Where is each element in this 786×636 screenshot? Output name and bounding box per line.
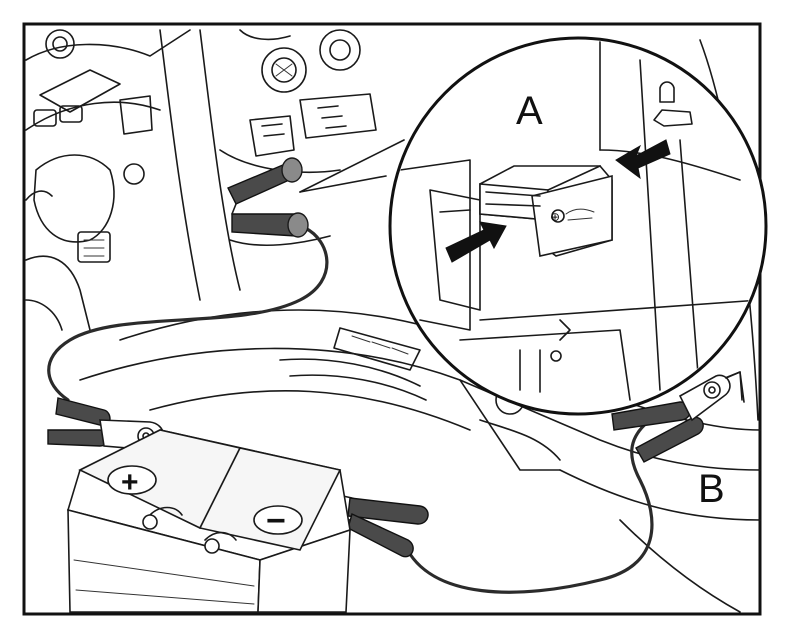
positive-terminal-symbol: + bbox=[121, 466, 139, 499]
upper-clamp-connection bbox=[227, 157, 309, 238]
callout-label-b: B bbox=[698, 467, 725, 511]
terminal-mark: ⊕ bbox=[550, 210, 560, 224]
press-arrow-left bbox=[445, 221, 507, 263]
vehicle-interior bbox=[25, 29, 761, 613]
battery bbox=[66, 429, 351, 613]
ground-clamp bbox=[611, 371, 743, 463]
callout-label-a: A bbox=[516, 89, 543, 133]
zoom-lines bbox=[299, 139, 405, 193]
jumper-cable bbox=[47, 226, 654, 594]
detail-magnifier bbox=[388, 36, 768, 416]
negative-terminal-symbol: − bbox=[266, 502, 286, 540]
press-arrow-right bbox=[615, 139, 671, 180]
